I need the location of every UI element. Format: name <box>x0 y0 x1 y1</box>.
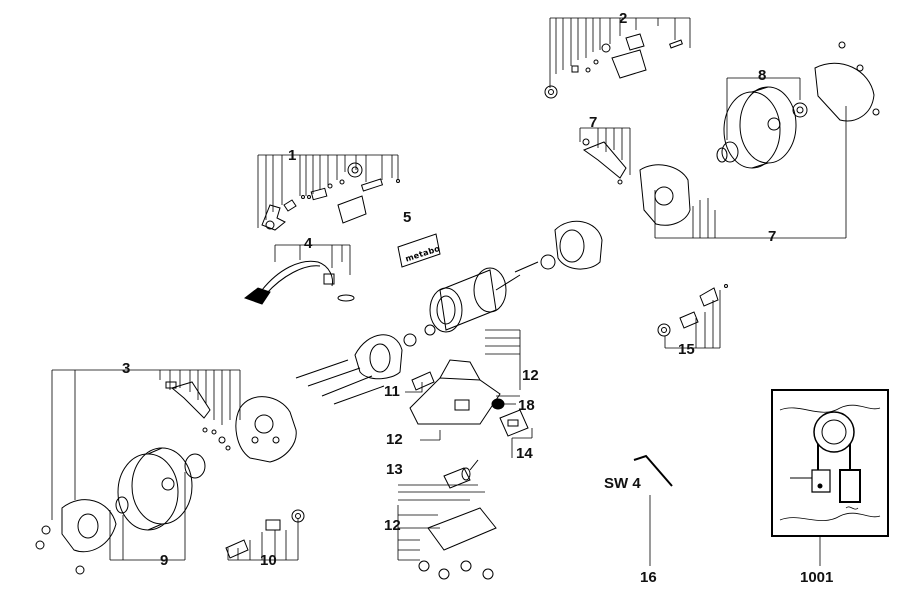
part-8-grinding-wheel-right <box>723 86 808 169</box>
part-5-brand-plate: metabo <box>397 233 441 268</box>
motor-housing <box>429 261 539 333</box>
part-18-knob <box>491 398 505 410</box>
callout-11: 11 <box>384 383 400 400</box>
callout-9: 9 <box>160 552 169 569</box>
part-2-hardware <box>544 33 683 99</box>
tie-rods <box>295 359 385 405</box>
callout-14: 14 <box>516 445 533 462</box>
part-1-hardware <box>261 162 400 231</box>
part-7-wheel-guard-right <box>582 138 691 226</box>
leader-lines <box>51 17 847 566</box>
brand-plate-text: metabo <box>404 244 441 264</box>
callout-12-motor: 12 <box>522 367 539 384</box>
motor-end-shield-right <box>540 220 603 270</box>
callout-1001: 1001 <box>800 569 834 586</box>
part-13-capacitor <box>443 459 479 489</box>
callout-10: 10 <box>260 552 277 569</box>
part-3-guard-cover-left <box>35 499 117 575</box>
base-frame <box>409 359 501 425</box>
callout-12-base: 12 <box>384 517 401 534</box>
callout-8: 8 <box>758 67 767 84</box>
callout-3: 3 <box>122 360 131 377</box>
part-9-grinding-wheel-left <box>115 447 206 531</box>
callout-4: 4 <box>304 235 313 252</box>
callout-5: 5 <box>403 209 412 226</box>
callout-15: 15 <box>678 341 695 358</box>
callout-16: 16 <box>640 569 657 586</box>
part-7-guard-cover <box>814 41 880 122</box>
callout-7-bottom: 7 <box>768 228 777 245</box>
callout-1: 1 <box>288 147 297 164</box>
part-14-switch-plate <box>499 409 529 437</box>
part-12-base-plate <box>418 507 497 580</box>
part-4-power-cord <box>243 260 355 305</box>
callout-12-lower: 12 <box>386 431 403 448</box>
callout-2: 2 <box>619 10 628 27</box>
part-1001-wiring-diagram <box>771 389 889 537</box>
part-10-hardware <box>225 509 305 559</box>
part-16-hex-key <box>633 454 673 487</box>
callout-13: 13 <box>386 461 403 478</box>
part-3-wheel-guard-left <box>165 381 297 463</box>
callout-sw4: SW 4 <box>604 475 641 492</box>
callout-18: 18 <box>518 397 535 414</box>
part-15-hardware <box>657 284 728 337</box>
motor-end-shield-left <box>354 324 436 380</box>
part-11-seal <box>411 371 435 391</box>
callout-7-top: 7 <box>589 114 598 131</box>
part-8-flange <box>716 141 739 163</box>
